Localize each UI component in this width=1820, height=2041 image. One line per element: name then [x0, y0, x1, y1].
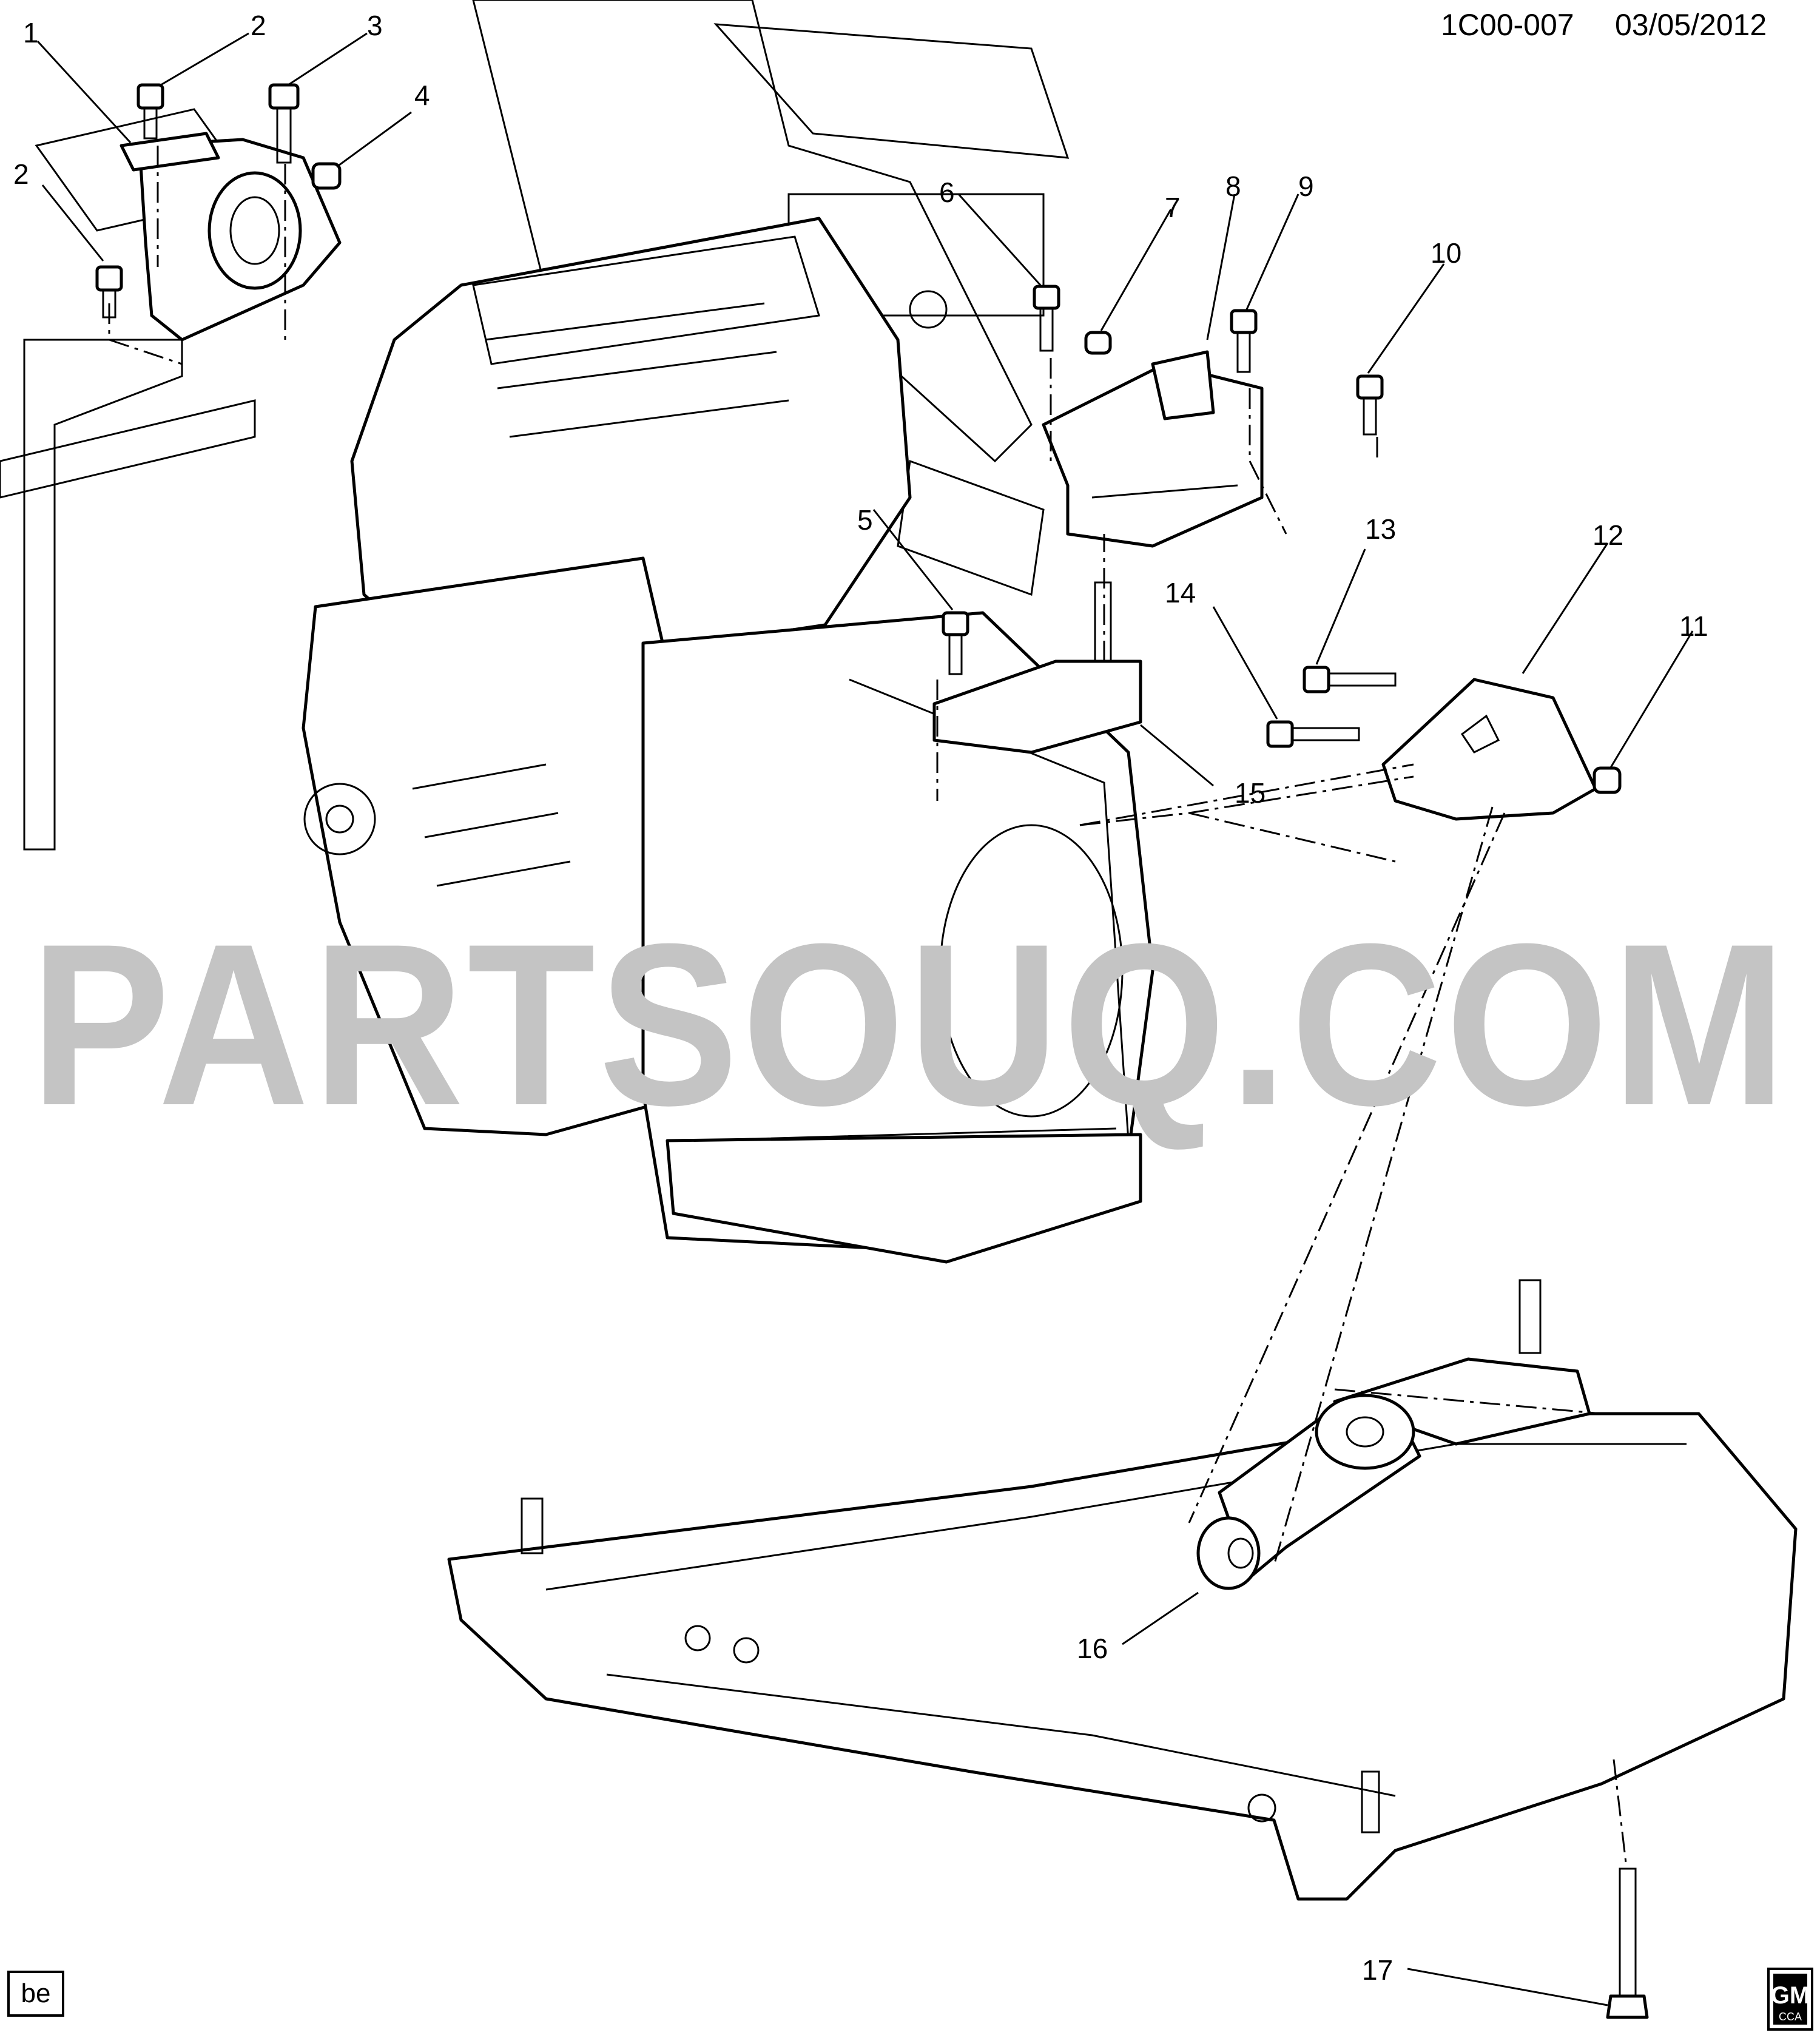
transmission-mount-bracket — [932, 581, 1142, 754]
assembly-reference-lines — [108, 146, 1627, 1863]
callout-leader-lines — [36, 32, 1694, 2006]
engine-mount-rh — [120, 132, 342, 342]
callout-13: 13 — [1365, 513, 1396, 545]
callout-3: 3 — [367, 10, 383, 41]
gm-logo: GM CCA — [1767, 1968, 1813, 2031]
callout-5: 5 — [857, 504, 873, 536]
callout-2a: 2 — [251, 10, 266, 41]
rear-transmission-mount — [1196, 1394, 1421, 1590]
transmission-mount — [1042, 350, 1264, 548]
fasteners-trans-mount — [942, 285, 1622, 794]
suspension-crossmember — [447, 1279, 1798, 1901]
drawing-id: 1C00-007 — [1441, 8, 1574, 42]
header: 1C00-007 03/05/2012 — [1441, 8, 1767, 42]
callout-7: 7 — [1165, 192, 1181, 223]
region-code: be — [21, 1979, 51, 2008]
callout-8: 8 — [1225, 170, 1241, 202]
callout-2b: 2 — [13, 158, 29, 190]
gm-logo-text: GM — [1771, 1982, 1810, 2009]
watermark: PARTSOUQ.COM — [30, 896, 1790, 1153]
region-code-box: be — [7, 1971, 64, 2017]
callout-12: 12 — [1592, 519, 1623, 551]
fasteners-rh-mount — [95, 83, 342, 319]
callout-15: 15 — [1235, 777, 1266, 809]
engine-transaxle-assembly — [302, 217, 1154, 1264]
callout-9: 9 — [1298, 170, 1314, 202]
callout-6: 6 — [939, 177, 955, 208]
callout-16: 16 — [1077, 1633, 1108, 1664]
callout-4: 4 — [414, 79, 430, 111]
callout-1: 1 — [23, 17, 39, 49]
drawing-date: 03/05/2012 — [1615, 8, 1767, 42]
callout-11: 11 — [1679, 610, 1708, 642]
callouts: 1 2 2 3 4 5 6 7 8 9 10 11 12 13 14 15 16… — [13, 10, 1708, 1986]
callout-14: 14 — [1165, 577, 1196, 609]
crossmember-bolt — [1606, 1867, 1649, 2019]
gm-logo-subtext: CCA — [1779, 2011, 1802, 2023]
rear-mount-bracket — [1381, 678, 1597, 821]
callout-10: 10 — [1431, 237, 1461, 269]
callout-17: 17 — [1362, 1954, 1393, 1986]
